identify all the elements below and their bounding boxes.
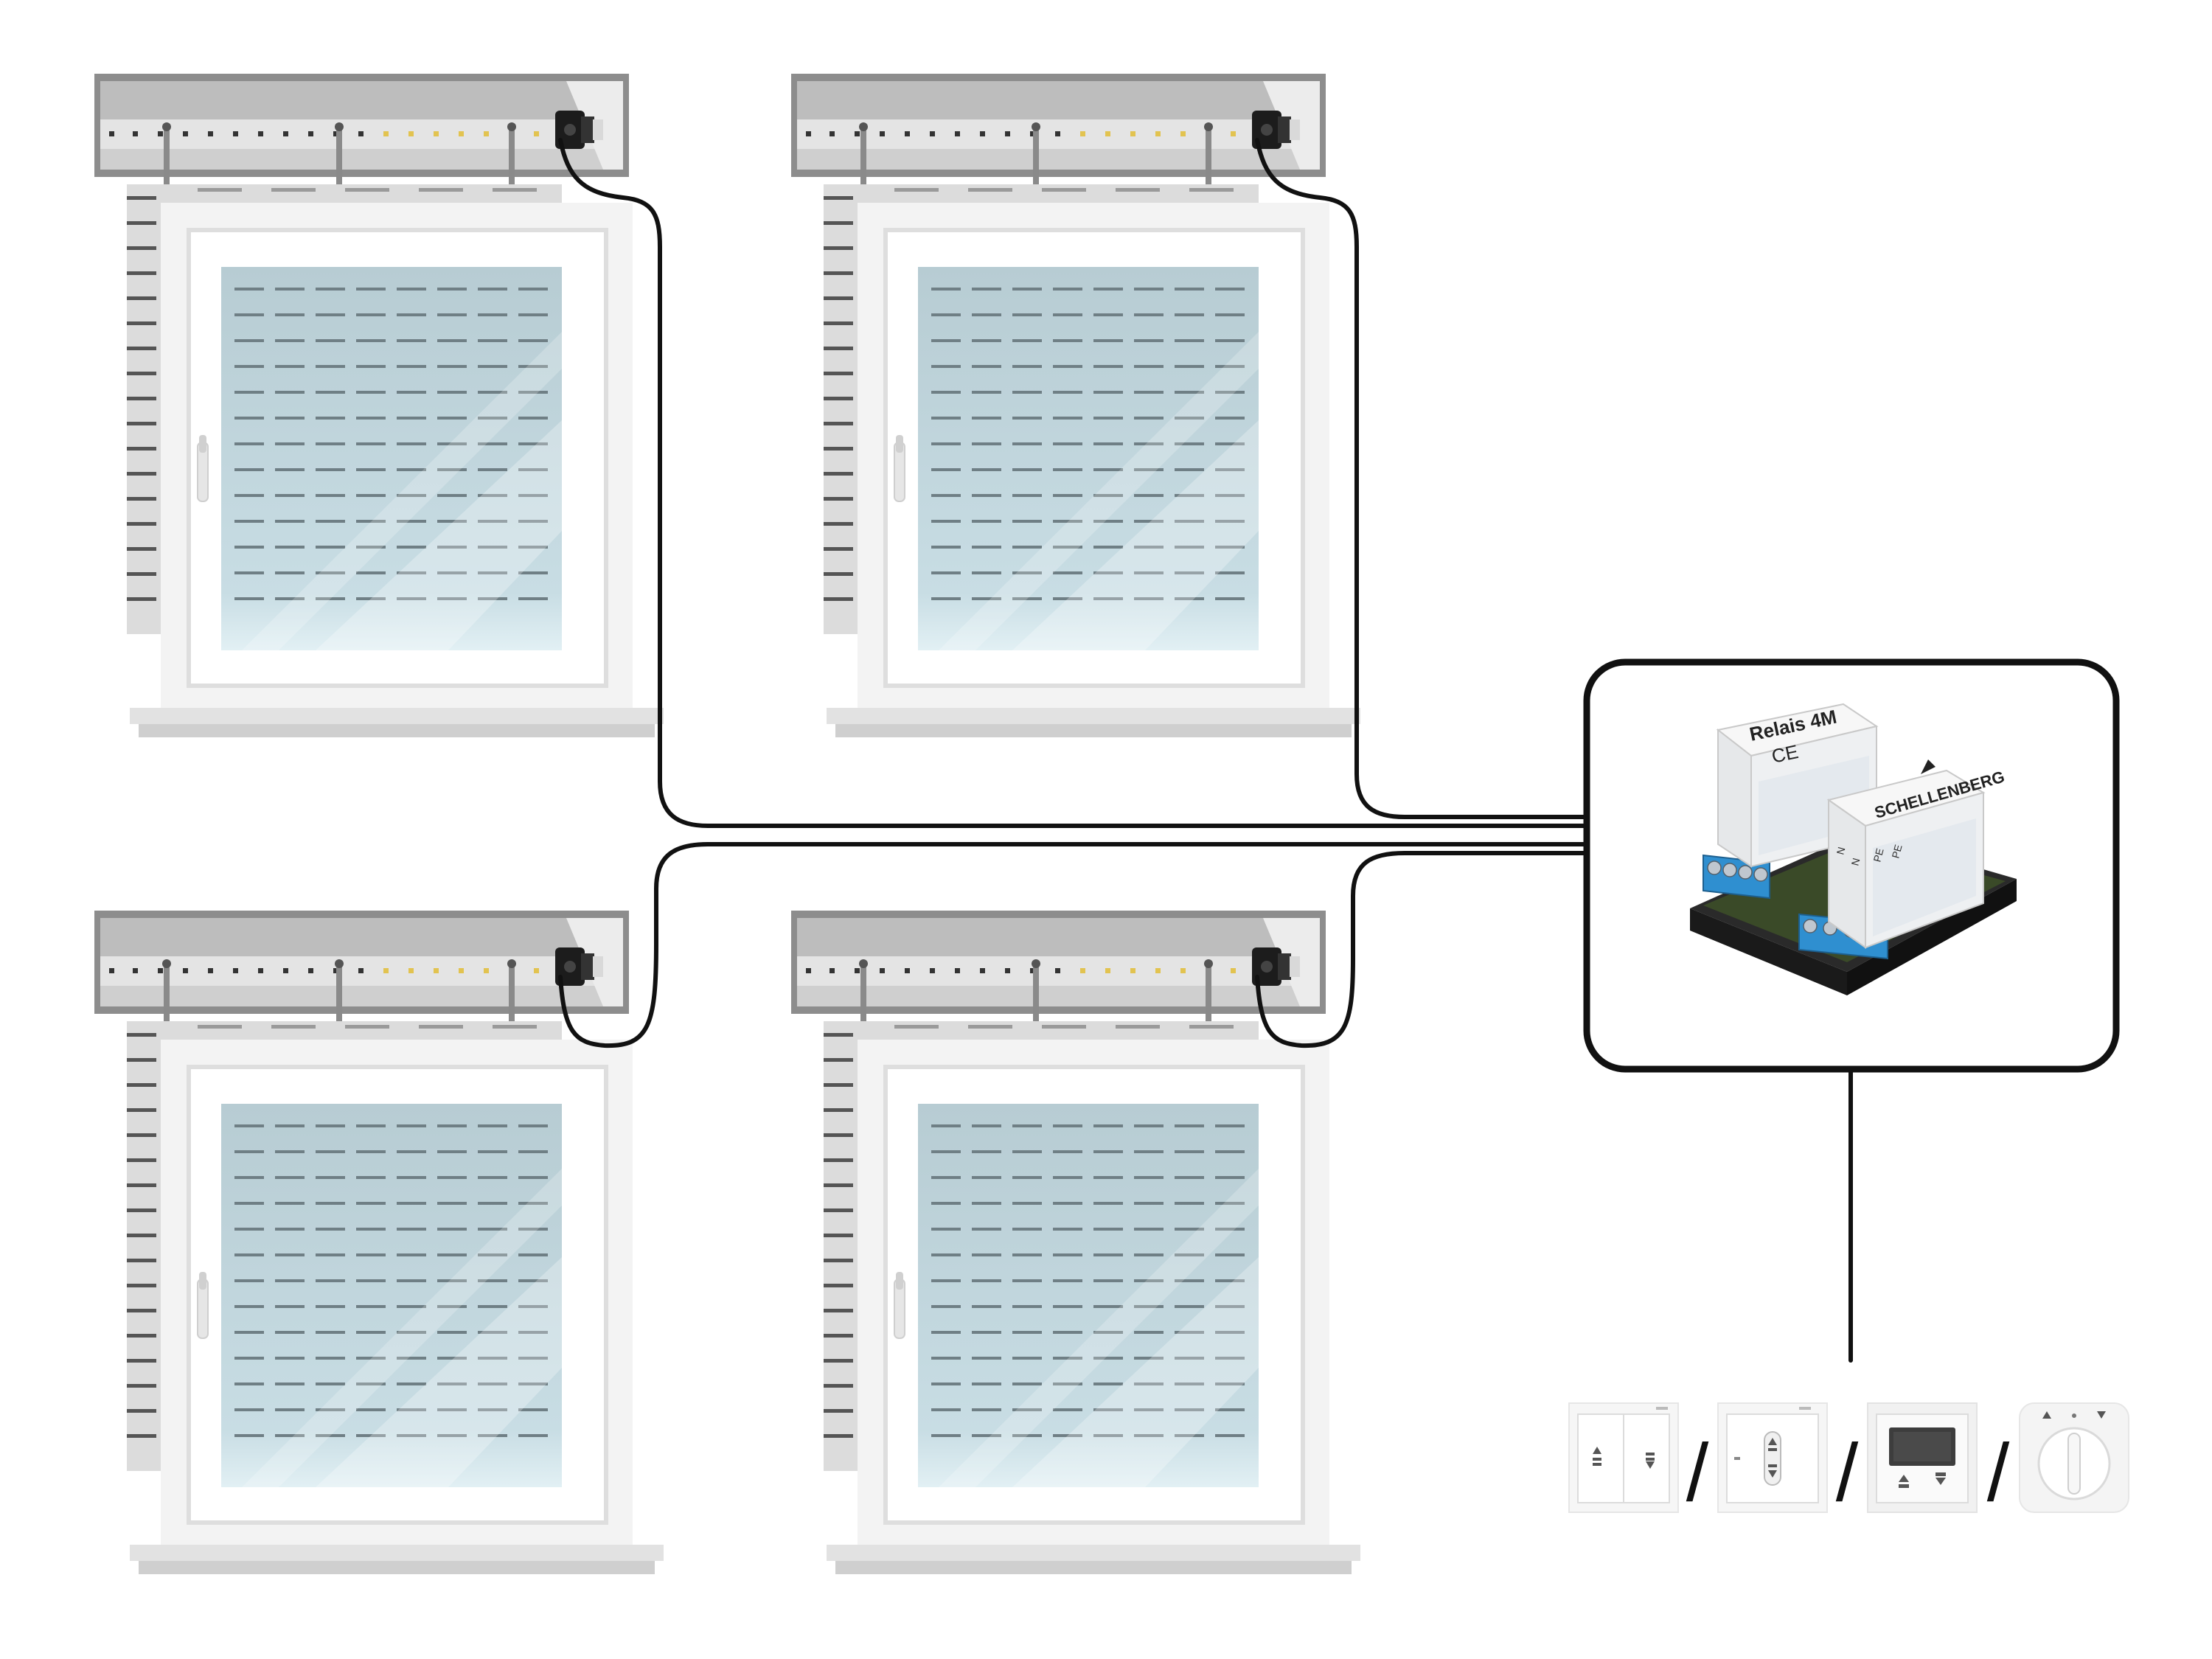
cable-top-left xyxy=(558,138,1587,828)
cables xyxy=(558,138,1853,1363)
rotary-switch-icon xyxy=(2019,1402,2129,1513)
window-top-left xyxy=(94,74,664,737)
cable-top-right xyxy=(1255,138,1587,819)
double-rocker-switch-icon xyxy=(1568,1402,1679,1513)
ce-mark: CE xyxy=(1770,740,1801,768)
cable-bottom-left xyxy=(558,842,1587,1048)
timer-display-switch-icon xyxy=(1867,1402,1978,1513)
terminal-label-2: N xyxy=(1848,857,1862,867)
push-button-switch-icon xyxy=(1717,1402,1828,1513)
window-bottom-right xyxy=(791,911,1360,1574)
separator-2: / xyxy=(1836,1427,1859,1518)
relay-module: Relais 4M CE SCHELLENBERG N N PE PE xyxy=(1583,658,2120,1073)
cable-bottom-right xyxy=(1255,851,1587,1048)
separator-3: / xyxy=(1987,1427,2010,1518)
separator-1: / xyxy=(1686,1427,1709,1518)
window-bottom-left xyxy=(94,911,664,1574)
terminal-label-1: N xyxy=(1834,846,1847,856)
window-top-right xyxy=(791,74,1360,737)
terminal-label-3: PE xyxy=(1871,847,1885,863)
control-options: / / / xyxy=(1568,1402,2129,1518)
terminal-label-4: PE xyxy=(1889,844,1904,860)
